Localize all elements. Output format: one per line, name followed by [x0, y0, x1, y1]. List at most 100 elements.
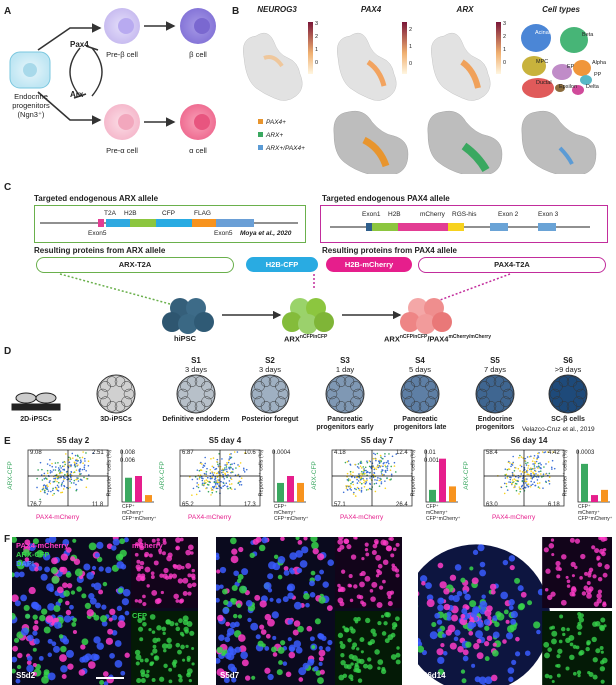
stage-0-name: 2D-iPSCs	[20, 416, 52, 423]
panel-label-e: E	[4, 436, 11, 447]
pax4-arrow-label: Pax4	[70, 40, 89, 49]
flow-xlabel-1: PAX4-mCherry	[188, 514, 232, 521]
protocol-citation: Velazco-Cruz et al., 2019	[522, 426, 595, 433]
umap-title-neurog3: NEUROG3	[257, 5, 297, 14]
bar-chart-3	[577, 450, 610, 503]
pre-alpha-label: Pre-α cell	[106, 146, 138, 155]
image-label-s5d7: S5d7	[220, 671, 240, 680]
pax4-part-exon3: Exon 3	[538, 211, 559, 218]
quadrant-3-0: 58.4	[486, 450, 498, 456]
quadrant-1-1: 10.6	[244, 450, 256, 456]
flow-scatter-3	[483, 449, 565, 507]
progenitor-nucleus	[23, 63, 37, 77]
quadrant-2-2: 57.1	[334, 502, 346, 508]
flow-xlabel-2: PAX4-mCherry	[340, 514, 384, 521]
quadrant-1-0: 6.87	[182, 450, 194, 456]
bar-0-0	[125, 477, 132, 502]
flow-scatter-2	[331, 449, 413, 507]
quadrant-2-1: 12.4	[396, 450, 408, 456]
arx-allele-box	[34, 205, 306, 243]
pvalue-2-0: 0.01	[424, 450, 436, 456]
flow-ylabel-2: ARX-CFP	[310, 461, 318, 490]
bar-chart-2	[425, 450, 458, 503]
quadrant-1-2: 65.2	[182, 502, 194, 508]
quadrant-0-0: 9.08	[30, 450, 42, 456]
quadrant-0-2: 76.7	[30, 502, 42, 508]
quadrant-0-3: 11.8	[92, 502, 104, 508]
pax4-proteins-title: Resulting proteins from PAX4 allele	[322, 246, 457, 255]
quadrant-3-1: 4.42	[548, 450, 560, 456]
quadrant-1-3: 17.3	[244, 502, 256, 508]
bar-3-2	[601, 489, 608, 502]
pax4-part-mcherry: mCherry	[420, 211, 445, 218]
arx-part-t2a: T2A	[104, 210, 116, 217]
panel-label-d: D	[4, 346, 12, 357]
alpha-label: α cell	[189, 146, 207, 155]
umap-title-arx: ARX	[456, 5, 474, 14]
umap-panels	[242, 22, 597, 174]
quadrant-2-3: 26.4	[396, 502, 408, 508]
stage-3-name: Posterior foregut	[241, 416, 299, 423]
pax4-allele-title: Targeted endogenous PAX4 allele	[322, 194, 450, 203]
bar-axis-1	[273, 450, 306, 503]
bar-1-0	[277, 482, 284, 502]
image-label-s5d2: S5d2	[16, 671, 36, 680]
celltype-alpha: Alpha	[592, 60, 607, 66]
scale-bar-pax4	[402, 22, 407, 74]
pax4-part-rgs-his: RGS-his	[452, 211, 477, 218]
quadrant-0-1: 2.51	[92, 450, 104, 456]
inset-label-mcherry: mCherry	[132, 541, 163, 550]
pre-beta-label: Pre-β cell	[106, 50, 138, 59]
bar-0-1	[135, 476, 142, 502]
arx-proteins-title: Resulting proteins from ARX allele	[34, 246, 166, 255]
protein-h2b-mcherry: H2B-mCherry	[326, 257, 412, 272]
quadrant-3-3: 6.18	[548, 502, 560, 508]
arx-arrow-label: Arx	[70, 90, 84, 99]
quadrant-3-2: 63.0	[486, 502, 498, 508]
bar-axis-0	[121, 450, 154, 503]
pvalue-0-0: 0.008	[120, 450, 136, 456]
bar-1-1	[287, 476, 294, 502]
beta-label: β cell	[189, 50, 207, 59]
panel-label-a: A	[4, 6, 12, 17]
bar-ylabel-1: Reporter⁺ cells (%)	[258, 449, 265, 497]
celltype-beta: Beta	[582, 32, 594, 38]
stage-4-name: Pancreatic progenitors early	[316, 416, 374, 431]
pax4-part-exon1: Exon1	[362, 211, 381, 218]
bar-ylabel-3: Reporter⁺ cells (%)	[562, 449, 569, 497]
stage-7-icon	[548, 374, 588, 414]
stage-7-name: SC-β cells	[551, 416, 585, 423]
celltype-ep: EP	[567, 64, 575, 70]
protein-h2b-cfp: H2B-CFP	[246, 257, 318, 272]
hipsc-cluster	[162, 298, 214, 334]
bar-3-1	[591, 495, 598, 502]
bar-axis-2	[425, 450, 458, 503]
flow-xlabel-3: PAX4-mCherry	[492, 514, 536, 521]
bar-categories-0: CFP⁺mCherry⁺CFP⁺mCherry⁺	[122, 504, 157, 522]
arx-citation: Moya et al., 2020	[240, 230, 292, 237]
umap-title-pax4: PAX4	[360, 5, 382, 14]
pax4-allele-construct	[330, 223, 590, 231]
flow-ylabel-0: ARX-CFP	[6, 461, 14, 490]
stage-3-icon	[250, 374, 290, 414]
bar-ylabel-0: Reporter⁺ cells (%)	[106, 449, 113, 497]
pvalue-0-1: 0.006	[120, 458, 136, 464]
micrograph-s6d14: S6d14	[418, 537, 612, 685]
arx-part-exon5b: Exon5	[214, 230, 233, 237]
stage-7-step: S6>9 days	[554, 356, 582, 374]
arx-part-cfp: CFP	[162, 210, 175, 217]
pax4-part-exon2: Exon 2	[498, 211, 519, 218]
bar-chart-0	[121, 450, 154, 503]
flow-ylabel-3: ARX-CFP	[462, 461, 470, 490]
flow-title-1: S5 day 4	[208, 436, 242, 445]
celltype-delta: Delta	[586, 84, 599, 90]
stage-2-icon	[176, 374, 216, 414]
